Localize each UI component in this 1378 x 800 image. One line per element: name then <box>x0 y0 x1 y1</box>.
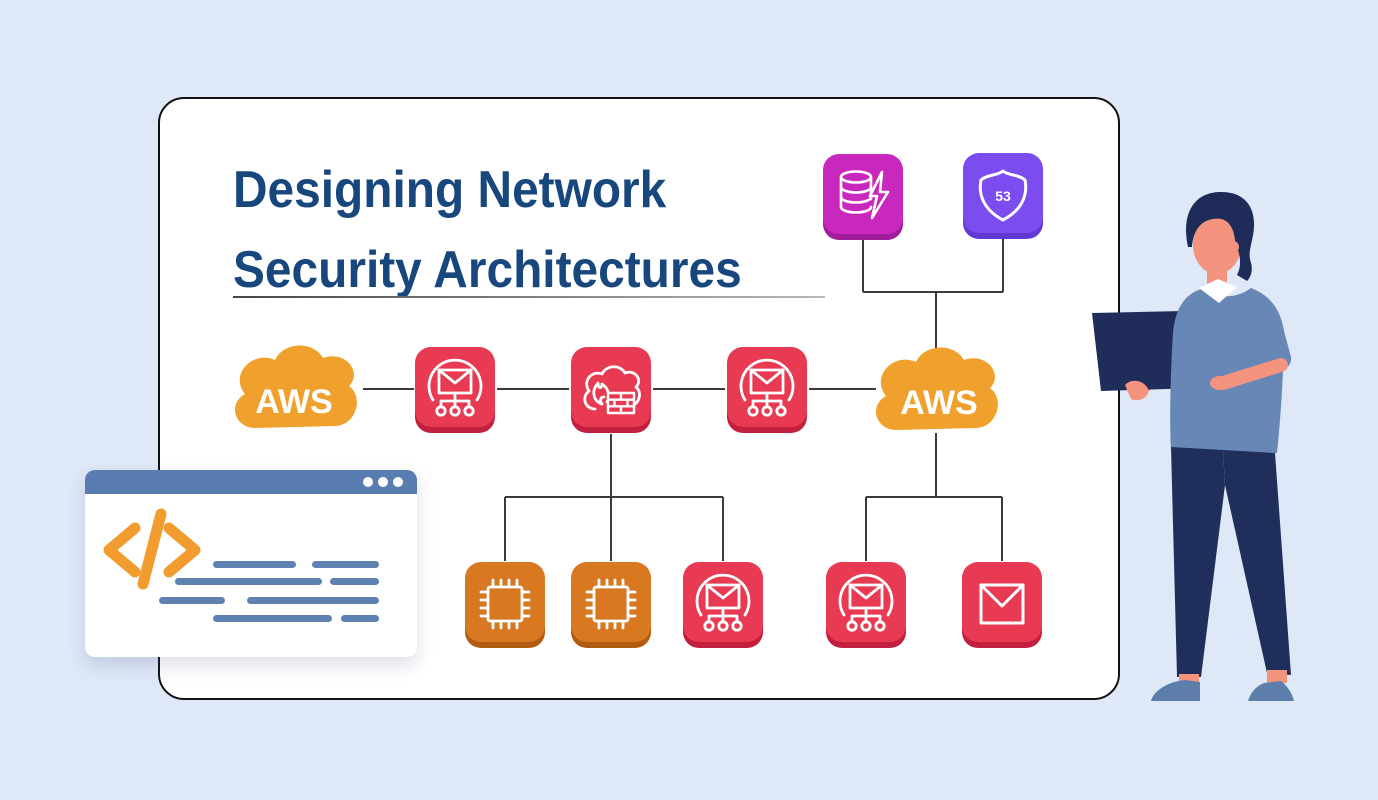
processor-chip-icon-1 <box>465 562 545 648</box>
ankle <box>1267 670 1287 683</box>
email-network-icon-2 <box>727 347 807 433</box>
aws-cloud-right-label: AWS <box>900 384 977 422</box>
envelope-icon <box>962 562 1042 648</box>
cloud-firewall-icon <box>571 347 651 433</box>
window-dot <box>393 477 403 487</box>
window-dot <box>378 477 388 487</box>
face <box>1193 216 1241 274</box>
database-lightning-icon <box>823 154 903 240</box>
aws-cloud-left-label: AWS <box>255 383 332 421</box>
page-title: Designing Network Security Architectures <box>233 150 742 310</box>
aws-cloud-right: AWS <box>875 347 998 430</box>
near-forearm <box>1216 358 1288 390</box>
page-title-line1: Designing Network <box>233 161 667 219</box>
shirt-torso <box>1170 288 1284 453</box>
code-line <box>213 561 296 568</box>
code-line <box>213 615 332 622</box>
code-window <box>85 470 417 657</box>
shoe <box>1248 681 1294 701</box>
code-line <box>312 561 379 568</box>
hair <box>1186 191 1255 281</box>
code-line <box>159 597 225 604</box>
code-line <box>341 615 379 622</box>
man-with-laptop <box>1092 191 1294 701</box>
code-line <box>330 578 379 585</box>
page-title-line2: Security Architectures <box>233 241 742 299</box>
pants-right-leg <box>1223 450 1291 675</box>
near-sleeve <box>1251 289 1292 372</box>
code-line <box>247 597 379 604</box>
aws-cloud-left: AWS <box>234 345 357 428</box>
collar <box>1199 279 1237 303</box>
connector-lines <box>363 238 1004 561</box>
window-dot <box>363 477 373 487</box>
hand <box>1210 376 1230 390</box>
window-dots <box>363 477 403 487</box>
title-underline <box>233 296 825 298</box>
code-icon <box>103 508 201 590</box>
email-network-icon-3 <box>683 562 763 648</box>
route-53-shield-icon: 53 <box>963 153 1043 239</box>
code-line <box>175 578 322 585</box>
route-53-label: 53 <box>995 188 1011 204</box>
email-network-icon-4 <box>826 562 906 648</box>
processor-chip-icon-2 <box>571 562 651 648</box>
shoe <box>1151 680 1200 701</box>
pants-left-leg <box>1171 447 1225 677</box>
hand <box>1125 380 1149 401</box>
window-titlebar <box>85 470 417 494</box>
ear <box>1227 241 1239 253</box>
email-network-icon-1 <box>415 347 495 433</box>
